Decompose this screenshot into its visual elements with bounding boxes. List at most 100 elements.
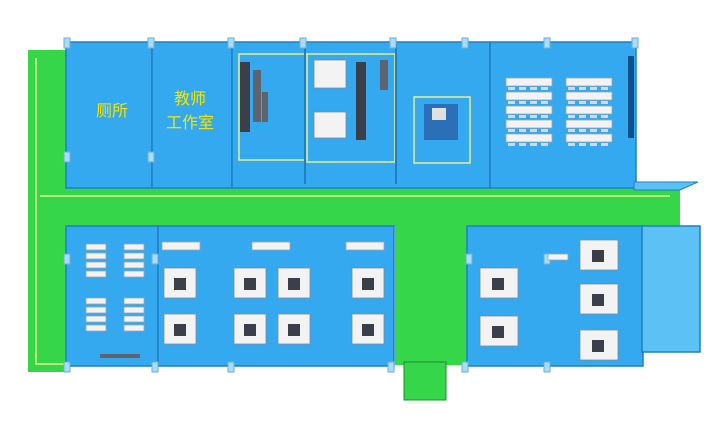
workstation-equipment — [592, 294, 604, 306]
workstation-equipment — [592, 250, 604, 262]
desk-chair — [519, 143, 526, 146]
desk-cluster — [123, 270, 145, 278]
desk-chair — [579, 101, 586, 104]
workstation-equipment — [592, 340, 604, 352]
desk-cluster — [123, 297, 145, 305]
desk-cluster — [123, 261, 145, 269]
desk-cluster — [85, 261, 107, 269]
desk-chair — [530, 115, 537, 118]
desk-chair — [579, 129, 586, 132]
equipment-rack — [380, 60, 388, 90]
desk-chair — [508, 129, 515, 132]
corridor-floor — [28, 50, 680, 401]
desk-cluster — [85, 306, 107, 314]
equipment-rack — [356, 62, 366, 140]
pillars — [63, 37, 639, 373]
workstation-equipment — [492, 278, 504, 290]
desk-chair — [519, 129, 526, 132]
desk-chair — [568, 143, 575, 146]
teacher-office-label-line2: 工作室 — [166, 113, 214, 132]
desk-chair — [530, 87, 537, 90]
desk-row — [161, 241, 201, 251]
workstation-equipment — [244, 324, 256, 336]
desk-chair — [541, 115, 548, 118]
desk-chair — [541, 143, 548, 146]
workstation-equipment — [362, 324, 374, 336]
desk-chair — [541, 101, 548, 104]
desk-cluster — [123, 243, 145, 251]
desk-cluster — [123, 306, 145, 314]
desk-chair — [590, 129, 597, 132]
desk-chair — [519, 87, 526, 90]
machine-display — [432, 108, 446, 120]
desk-chair — [601, 101, 608, 104]
desk-chair — [530, 143, 537, 146]
desk-chair — [568, 87, 575, 90]
desk-chair — [568, 101, 575, 104]
teacher-office-label-line1: 教师 — [174, 89, 206, 108]
equipment-rack — [253, 70, 261, 122]
student-desk — [505, 91, 553, 101]
desk-chair — [568, 115, 575, 118]
equipment-rack — [262, 92, 268, 122]
desk-chair — [530, 101, 537, 104]
desk-cluster — [85, 297, 107, 305]
desk-cluster — [85, 270, 107, 278]
desk-chair — [601, 143, 608, 146]
desk-row — [345, 241, 385, 251]
student-desk — [565, 119, 613, 129]
desk-cluster — [85, 243, 107, 251]
desk-cluster — [85, 324, 107, 332]
restroom-label: 厕所 — [96, 101, 128, 120]
desk-chair — [508, 143, 515, 146]
desk-chair — [579, 115, 586, 118]
student-desk — [565, 133, 613, 143]
workstation-equipment — [492, 326, 504, 338]
student-desk — [505, 105, 553, 115]
workstation-equipment — [244, 278, 256, 290]
desk-chair — [568, 129, 575, 132]
workstation-equipment — [362, 278, 374, 290]
desk-chair — [579, 143, 586, 146]
desk-chair — [508, 115, 515, 118]
desk-chair — [590, 143, 597, 146]
desk-chair — [519, 101, 526, 104]
workstation-equipment — [174, 278, 186, 290]
workstation-equipment — [288, 324, 300, 336]
student-desk — [565, 105, 613, 115]
desk-chair — [508, 87, 515, 90]
student-desk — [505, 77, 553, 87]
desk-chair — [541, 129, 548, 132]
student-desk — [565, 77, 613, 87]
workstation-equipment — [288, 278, 300, 290]
lab-bench — [313, 59, 347, 89]
student-desk — [505, 133, 553, 143]
desk-chair — [579, 87, 586, 90]
desk-chair — [508, 101, 515, 104]
desk-cluster — [85, 252, 107, 260]
lab-bench — [313, 111, 347, 139]
small-desk — [547, 253, 569, 261]
desk-chair — [530, 129, 537, 132]
desk-cluster — [123, 315, 145, 323]
desk-chair — [590, 115, 597, 118]
desk-chair — [590, 87, 597, 90]
workstation-equipment — [174, 324, 186, 336]
student-desk — [505, 119, 553, 129]
desk-chair — [601, 87, 608, 90]
desk-chair — [519, 115, 526, 118]
desk-cluster — [123, 252, 145, 260]
desk-cluster — [85, 315, 107, 323]
desk-chair — [590, 101, 597, 104]
floor-rail — [100, 354, 140, 358]
glass-annex — [633, 181, 701, 353]
desk-chair — [601, 129, 608, 132]
equipment-rack — [240, 62, 250, 132]
furniture-layer — [85, 59, 619, 361]
room-restroom — [65, 41, 153, 189]
desk-chair — [601, 115, 608, 118]
student-desk — [565, 91, 613, 101]
desk-row — [251, 241, 291, 251]
